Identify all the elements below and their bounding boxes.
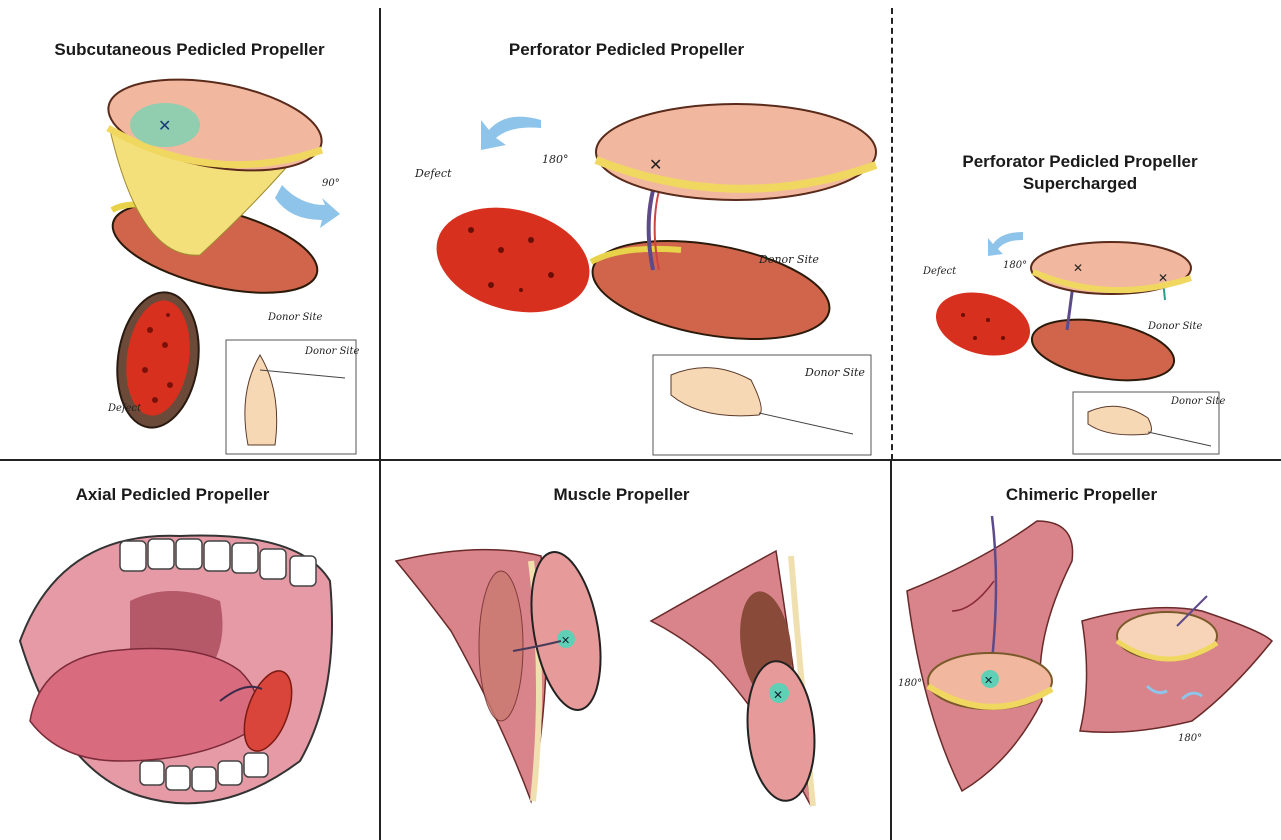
angle-label: 180° <box>542 153 569 166</box>
panel-muscle-propeller: Muscle Propeller ✕ ✕ <box>381 461 890 840</box>
panel-perforator-pedicled-propeller: Perforator Pedicled Propeller ✕ Defect 1… <box>381 0 890 459</box>
angle-label-left: 180° <box>898 678 922 689</box>
panel-axial-pedicled-propeller: Axial Pedicled Propeller <box>0 461 379 840</box>
donor-site-label: Donor Site <box>759 253 819 266</box>
perforator-flap-illustration: ✕ <box>381 0 890 459</box>
subcutaneous-flap-illustration: ✕ <box>0 0 379 459</box>
chimeric-flap-illustration: ✕ <box>892 461 1281 840</box>
angle-label-right: 180° <box>1178 733 1202 744</box>
angle-label: 180° <box>1003 260 1027 271</box>
supercharged-flap-illustration: ✕ ✕ <box>893 0 1281 459</box>
svg-text:✕: ✕ <box>773 688 783 702</box>
inset-donor-site-label: Donor Site <box>305 346 359 357</box>
muscle-flap-illustration: ✕ ✕ <box>381 461 890 840</box>
donor-site-label: Donor Site <box>268 312 322 323</box>
inset-donor-site-label: Donor Site <box>805 366 865 379</box>
donor-site-label: Donor Site <box>1148 321 1202 332</box>
defect-label: Defect <box>923 266 956 277</box>
svg-text:✕: ✕ <box>984 674 993 687</box>
defect-label: Defect <box>415 167 452 180</box>
panel-subcutaneous-pedicled-propeller: Subcutaneous Pedicled Propeller ✕ 90° Do… <box>0 0 379 459</box>
svg-text:✕: ✕ <box>1158 271 1168 285</box>
svg-text:✕: ✕ <box>561 634 570 647</box>
svg-text:✕: ✕ <box>1073 261 1083 275</box>
angle-label: 90° <box>322 178 340 189</box>
panel-perforator-supercharged: Perforator Pedicled Propeller Supercharg… <box>893 0 1281 459</box>
svg-text:✕: ✕ <box>649 155 662 174</box>
mouth-tongue-illustration <box>0 461 379 840</box>
defect-label: Defect <box>108 403 141 414</box>
inset-donor-site-label: Donor Site <box>1171 396 1225 407</box>
svg-text:✕: ✕ <box>158 116 171 135</box>
panel-chimeric-propeller: Chimeric Propeller ✕ 180° 180° <box>892 461 1281 840</box>
